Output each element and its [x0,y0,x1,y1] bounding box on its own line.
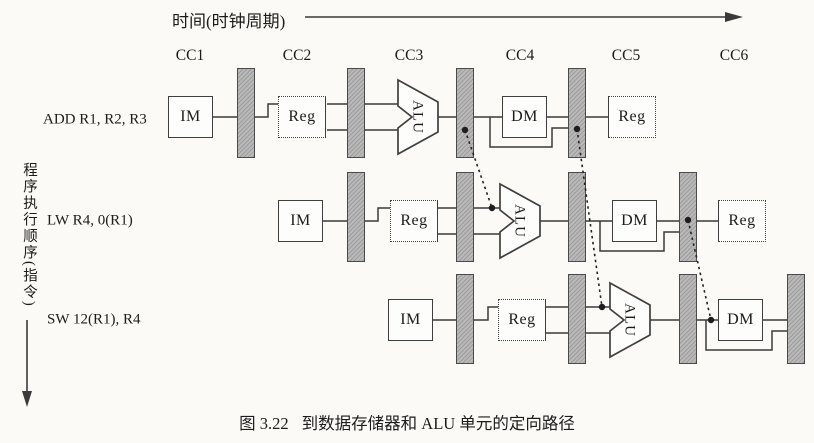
row2-reg-write-box: Reg [718,200,766,242]
row3-reg-read-box: Reg [498,299,546,341]
row3-alu-unit: ALU [609,281,651,359]
row2-alu-label: ALU [512,204,528,238]
row2-im-label: IM [290,212,311,229]
time-axis-arrow-head [725,12,743,22]
row1-reg-read-box: Reg [278,96,326,138]
pipeline-register-row2-2 [456,172,474,262]
clock-cycle-label-cc2: CC2 [282,47,312,64]
figure-caption-title: 到数据存储器和 ALU 单元的定向路径 [301,414,575,433]
row1-reg-write-box: Reg [608,96,656,138]
pipeline-register-row1-1 [237,68,255,158]
row1-im-label: IM [180,108,201,125]
clock-cycle-label-cc1: CC1 [175,47,205,64]
pipeline-register-row2-1 [347,172,365,262]
row2-alu-unit: ALU [499,182,541,260]
row1-reg-write-label: Reg [618,108,646,125]
forwarding-dest-dot-1 [488,204,496,212]
instruction-label-add: ADD R1, R2, R3 [43,111,147,128]
row2-reg-read-box: Reg [390,200,438,242]
program-order-arrow-head [22,391,32,407]
pipeline-register-row2-4 [679,172,697,262]
row1-reg-read-label: Reg [288,108,316,125]
row3-im-box: IM [388,299,433,341]
row2-dm-label: DM [621,212,648,229]
row1-alu-label: ALU [410,100,426,134]
row3-alu-label: ALU [622,303,638,337]
row1-im-box: IM [168,96,213,138]
row3-dm-box: DM [718,299,763,341]
instruction-label-sw: SW 12(R1), R4 [47,311,141,328]
row2-reg-write-label: Reg [728,212,756,229]
row1-dm-box: DM [502,96,547,138]
clock-cycle-label-cc6: CC6 [719,47,749,64]
pipeline-register-row2-3 [568,172,586,262]
row3-reg-read-label: Reg [508,311,536,328]
row2-wires [322,207,718,252]
figure-caption-number: 图 3.22 [239,414,289,433]
pipeline-register-row3-3 [679,274,697,364]
row1-wires [213,103,608,148]
row1-dm-label: DM [511,108,538,125]
clock-cycle-label-cc5: CC5 [611,47,641,64]
pipeline-register-row1-4 [568,68,586,158]
row1-alu-unit: ALU [397,78,439,156]
clock-cycle-label-cc3: CC3 [394,47,424,64]
forwarding-dest-dot-3 [707,316,715,324]
row3-dm-label: DM [727,311,754,328]
row2-reg-read-label: Reg [400,212,428,229]
instruction-label-lw: LW R4, 0(R1) [47,212,133,229]
row3-im-label: IM [400,311,421,328]
forwarding-dest-dot-2 [598,303,606,311]
row2-dm-box: DM [612,200,657,242]
time-axis-label: 时间(时钟周期) [172,12,286,31]
row2-im-box: IM [278,200,323,242]
pipeline-register-row3-4 [787,274,805,364]
pipeline-register-row1-3 [456,68,474,158]
pipeline-register-row3-2 [568,274,586,364]
program-order-label: 程序执行顺序(指令) [21,162,37,308]
figure-caption: 图 3.22 到数据存储器和 ALU 单元的定向路径 [0,410,814,434]
pipeline-register-row3-1 [456,274,474,364]
pipeline-register-row1-2 [347,68,365,158]
clock-cycle-label-cc4: CC4 [505,47,535,64]
